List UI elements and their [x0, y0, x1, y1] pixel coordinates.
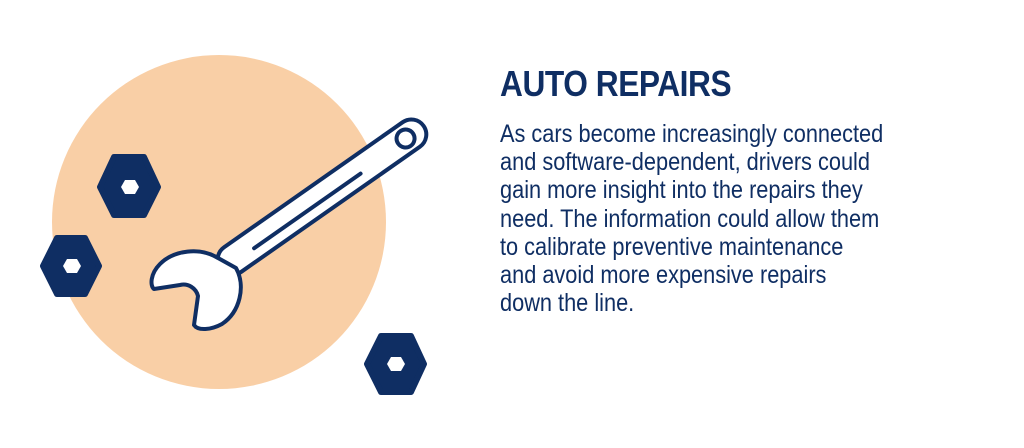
description-line: As cars become increasingly connected — [500, 120, 884, 148]
description: As cars become increasingly connected an… — [500, 120, 935, 317]
hex-nut-icon — [40, 235, 102, 297]
illustration — [0, 0, 460, 443]
repair-illustration — [40, 55, 429, 395]
description-line: gain more insight into the repairs they — [500, 176, 863, 205]
description-line: down the line. — [500, 289, 635, 318]
heading: AUTO REPAIRS — [500, 63, 732, 104]
wrench-icon — [149, 117, 429, 331]
description-line: need. The information could allow them — [500, 204, 880, 233]
description-line: and software-dependent, drivers could — [500, 148, 870, 177]
hex-nut-icon — [97, 154, 161, 218]
background-circle — [52, 55, 386, 389]
content: AUTO REPAIRS As cars become increasingly… — [500, 62, 1000, 317]
description-line: and avoid more expensive repairs — [500, 261, 827, 290]
hex-nut-icon — [364, 333, 427, 395]
description-line: to calibrate preventive maintenance — [500, 232, 844, 261]
